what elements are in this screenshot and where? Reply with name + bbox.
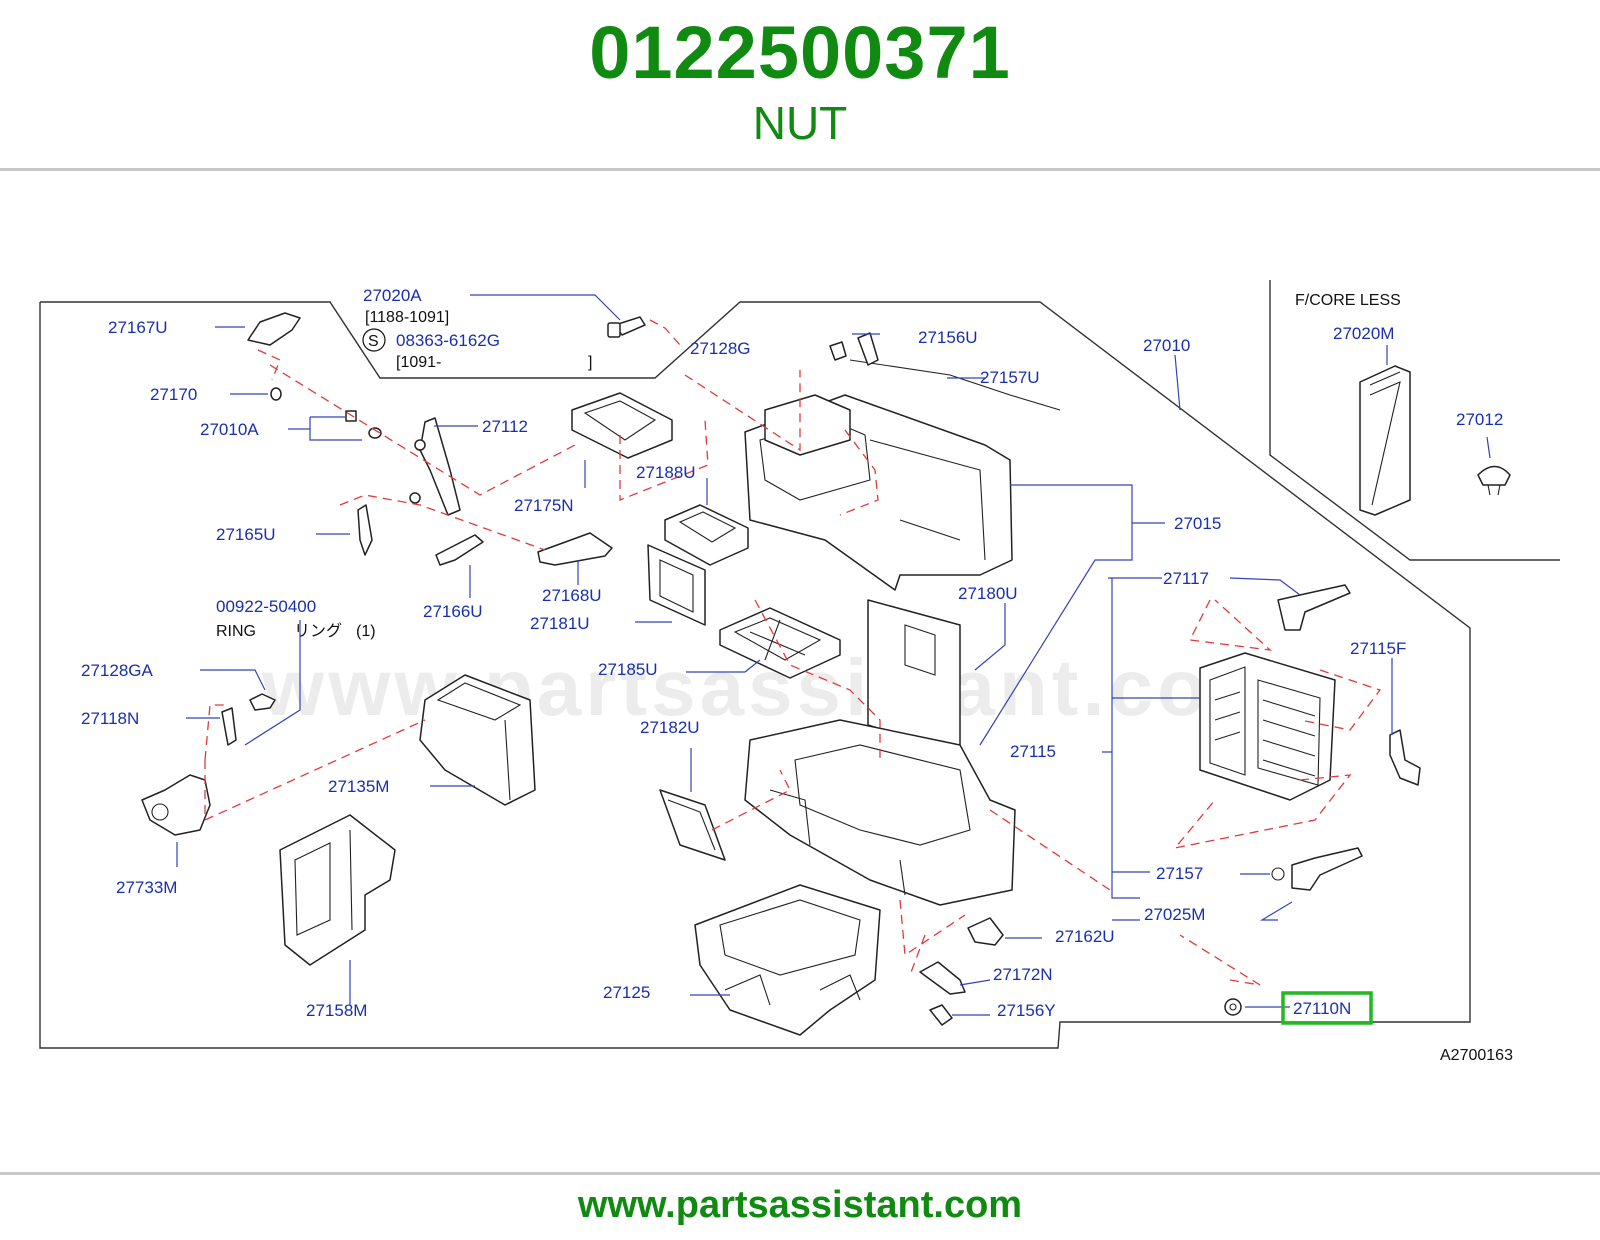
main-frame: [39, 301, 1471, 1049]
wire-27157U: [829, 332, 1061, 411]
inset-frame: [1269, 280, 1560, 561]
header-divider: [0, 168, 1600, 171]
bracket-27162U: [967, 917, 1004, 946]
bracket-27115F: [1389, 729, 1421, 786]
label-27115[interactable]: 27115: [1010, 742, 1056, 761]
inset-title: F/CORE LESS: [1295, 292, 1401, 309]
pipe-27117: [1277, 584, 1351, 631]
clip-27172N: [919, 961, 966, 995]
label-27175N[interactable]: 27175N: [514, 496, 574, 515]
label-27162U[interactable]: 27162U: [1055, 927, 1115, 946]
note-s-mark: S: [368, 333, 379, 350]
label-27025M[interactable]: 27025M: [1144, 905, 1205, 924]
parts-diagram: www.partsassistant.com: [39, 280, 1560, 1064]
nut-27110N-part: [1224, 998, 1242, 1016]
door-27181U: [647, 544, 706, 626]
screws-27010A: [270, 387, 382, 439]
duct-27175N: [571, 392, 673, 459]
note-date-range-2: [1091-: [396, 354, 441, 371]
footer-divider: [0, 1172, 1600, 1175]
label-27170[interactable]: 27170: [150, 385, 197, 404]
grommet-27012: [1477, 465, 1511, 496]
heater-unit-upper-case: [744, 394, 1013, 591]
filter-27020M: [1359, 365, 1411, 516]
note-ring-en: RING: [216, 623, 256, 640]
label-27156U[interactable]: 27156U: [918, 328, 978, 347]
label-27125[interactable]: 27125: [603, 983, 650, 1002]
part-name-subtitle: NUT: [752, 97, 848, 149]
label-27020M[interactable]: 27020M: [1333, 324, 1394, 343]
label-27128G[interactable]: 27128G: [690, 339, 751, 358]
label-27157[interactable]: 27157: [1156, 864, 1203, 883]
door-27182U: [659, 789, 726, 861]
highlight-box: [1281, 991, 1373, 1025]
label-27015[interactable]: 27015: [1174, 514, 1221, 533]
label-27010[interactable]: 27010: [1143, 336, 1190, 355]
label-27112[interactable]: 27112: [482, 417, 528, 436]
label-27172N[interactable]: 27172N: [993, 965, 1053, 984]
label-27733M[interactable]: 27733M: [116, 878, 177, 897]
label-27110N[interactable]: 27110N: [1293, 999, 1351, 1018]
lever-27167U: [247, 312, 301, 346]
figure-code: A2700163: [1440, 1047, 1513, 1064]
assembly-lines: [204, 319, 1382, 986]
footer-url[interactable]: www.partsassistant.com: [577, 1184, 1023, 1226]
note-ring-qty: (1): [356, 623, 376, 640]
label-27180U[interactable]: 27180U: [958, 584, 1018, 603]
note-date-range-2-close: ]: [588, 354, 592, 371]
label-27020A[interactable]: 27020A: [363, 286, 422, 305]
label-27182U[interactable]: 27182U: [640, 718, 700, 737]
lower-case-27115: [744, 719, 1016, 906]
bolt-27020A: [607, 316, 646, 338]
label-27165U[interactable]: 27165U: [216, 525, 276, 544]
label-27118N[interactable]: 27118N: [81, 709, 139, 728]
label-27135M[interactable]: 27135M: [328, 777, 389, 796]
label-27128GA[interactable]: 27128GA: [81, 661, 153, 680]
label-27168U[interactable]: 27168U: [542, 586, 602, 605]
label-27188U[interactable]: 27188U: [636, 463, 696, 482]
lower-case-27125: [694, 884, 881, 1036]
note-date-range-1: [1188-1091]: [365, 309, 449, 326]
label-27185U[interactable]: 27185U: [598, 660, 658, 679]
label-27167U[interactable]: 27167U: [108, 318, 168, 337]
bracket-27158M: [279, 814, 396, 966]
door-27185U: [719, 607, 841, 679]
pipe-27157: [1271, 847, 1363, 891]
link-27118N: [221, 693, 276, 746]
label-08363-6162G[interactable]: 08363-6162G: [396, 331, 500, 350]
heater-core-27115: [1199, 652, 1336, 801]
label-27158M[interactable]: 27158M: [306, 1001, 367, 1020]
duct-27135M: [419, 674, 536, 806]
label-27157U[interactable]: 27157U: [980, 368, 1040, 387]
duct-27188U: [664, 504, 749, 566]
note-ring-jp: リング: [294, 622, 342, 640]
label-27115F[interactable]: 27115F: [1350, 639, 1406, 658]
label-27166U[interactable]: 27166U: [423, 602, 483, 621]
label-27012[interactable]: 27012: [1456, 410, 1503, 429]
part-number-title: 0122500371: [589, 11, 1011, 94]
link-27112: [409, 417, 461, 516]
label-00922-50400[interactable]: 00922-50400: [216, 597, 316, 616]
label-27010A[interactable]: 27010A: [200, 420, 259, 439]
clip-27156Y: [929, 1004, 953, 1026]
label-27181U[interactable]: 27181U: [530, 614, 590, 633]
label-27156Y[interactable]: 27156Y: [997, 1001, 1056, 1020]
lever-27165U: [357, 504, 373, 556]
s-mark-circle: [362, 328, 386, 352]
leader-lines: [176, 294, 1491, 1016]
actuator-27733M: [141, 774, 211, 836]
lever-27168U: [537, 532, 613, 566]
lever-27166U: [435, 534, 484, 566]
label-27117[interactable]: 27117: [1163, 569, 1209, 588]
